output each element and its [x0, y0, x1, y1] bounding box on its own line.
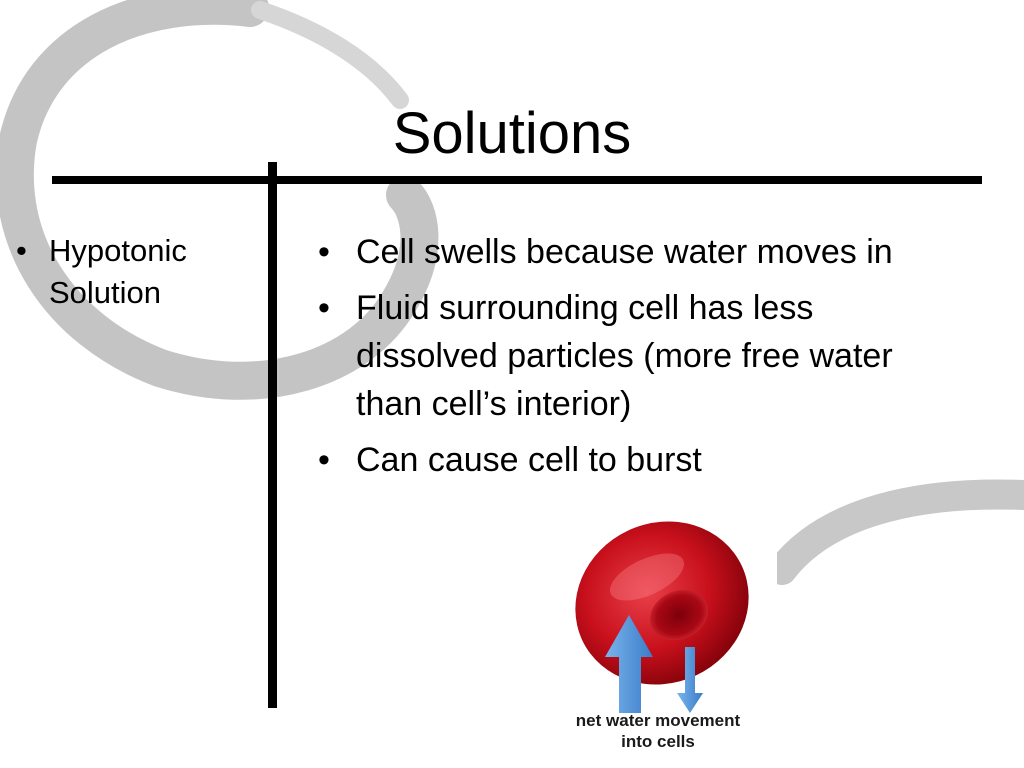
- list-item: • Fluid surrounding cell has less dissol…: [312, 284, 952, 428]
- horizontal-divider: [52, 176, 982, 184]
- bullet-icon: •: [318, 233, 330, 271]
- red-blood-cell-figure: net water movement into cells: [547, 507, 777, 768]
- list-item: • Hypotonic Solution: [12, 230, 252, 314]
- figure-caption: net water movement into cells: [547, 710, 769, 752]
- bullet-icon: •: [318, 289, 330, 327]
- list-item: • Cell swells because water moves in: [312, 228, 952, 276]
- slide-title: Solutions: [392, 101, 632, 166]
- bullet-icon: •: [318, 441, 330, 479]
- bullet-icon: •: [16, 233, 27, 268]
- vertical-divider: [268, 162, 277, 708]
- bullet-text: Fluid surrounding cell has less dissolve…: [356, 289, 893, 423]
- up-arrow-icon: [605, 615, 653, 713]
- right-bullet-list: • Cell swells because water moves in • F…: [312, 228, 952, 492]
- list-item: • Can cause cell to burst: [312, 436, 952, 484]
- caption-line-2: into cells: [621, 732, 695, 751]
- bullet-text: Cell swells because water moves in: [356, 233, 893, 271]
- bullet-text: Can cause cell to burst: [356, 441, 702, 479]
- caption-line-1: net water movement: [575, 711, 741, 730]
- term-label: Hypotonic Solution: [49, 233, 187, 310]
- down-arrow-icon: [677, 647, 703, 713]
- left-bullet-list: • Hypotonic Solution: [12, 230, 252, 314]
- red-blood-cell-icon: [575, 521, 749, 685]
